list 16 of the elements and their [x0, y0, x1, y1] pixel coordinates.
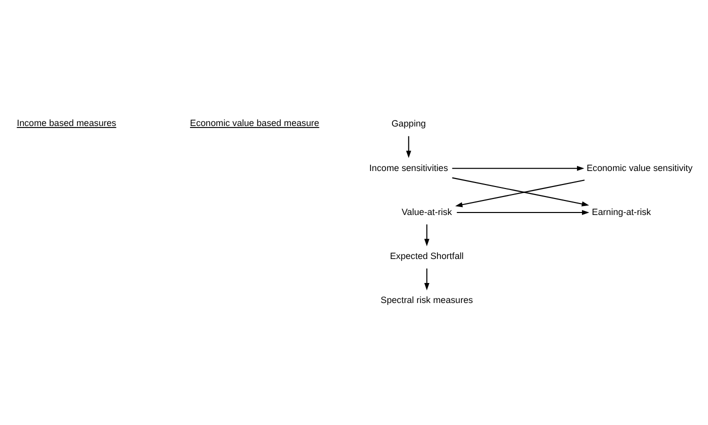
- node-text: Income sensitivities: [369, 162, 448, 173]
- arrow: [424, 268, 430, 290]
- arrow: [456, 210, 590, 216]
- node-text: Value-at-risk: [402, 206, 452, 217]
- node-text: Expected Shortfall: [390, 251, 464, 262]
- arrow: [424, 224, 430, 246]
- node-text: Economic value sensitivity: [586, 162, 693, 173]
- label: Income based measures: [16, 118, 116, 128]
- label: Economic value based measure: [190, 118, 320, 128]
- arrow: [452, 166, 584, 171]
- arrow: [455, 180, 585, 208]
- node-text: Gapping: [391, 118, 426, 129]
- node-text: Spectral risk measures: [380, 295, 473, 306]
- node-text: Earning-at-risk: [592, 206, 651, 217]
- arrow: [452, 177, 590, 206]
- arrow: [406, 136, 412, 158]
